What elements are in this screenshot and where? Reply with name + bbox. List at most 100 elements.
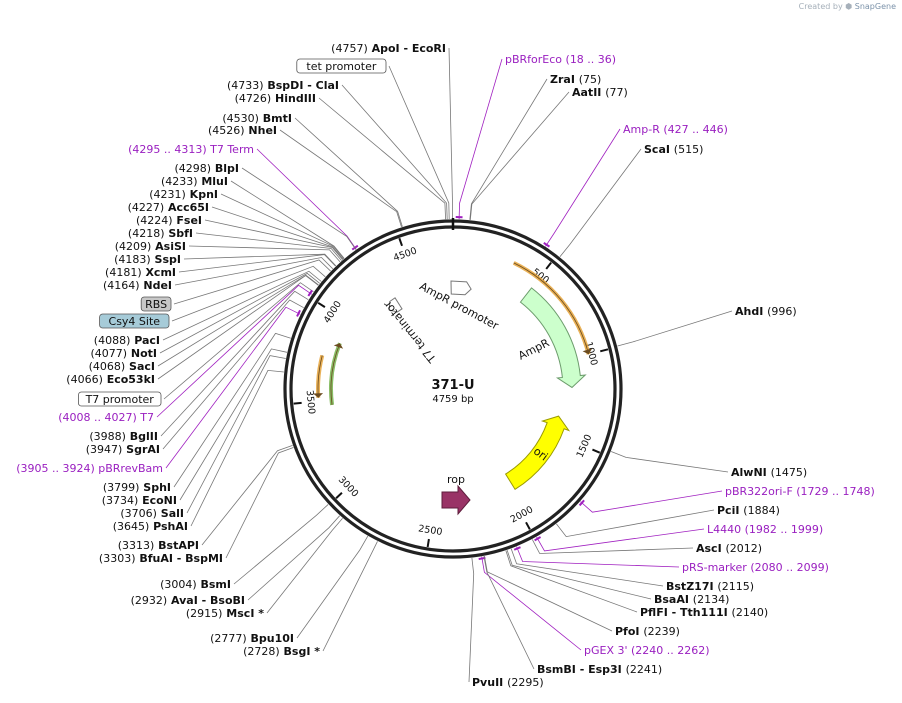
leader-acc65i [211,206,344,260]
label-pfoi: PfoI (2239) [615,625,680,638]
label-msci: (2915) MscI * [186,607,264,620]
leader-sali [186,355,286,514]
label-bfuai-bspmi: (3303) BfuAI - BspMI [99,552,223,565]
snapgene-credit: Created by ⬢ SnapGene [799,2,896,11]
site-position: (4068) [89,360,126,373]
box-rbs [140,296,172,312]
label-pflfi-tth111i: PflFI - Tth111I (2140) [640,606,768,619]
enzyme-name: BsmI [197,578,231,591]
credit-brand: SnapGene [854,2,896,11]
label-asisi: (4209) AsiSI [115,240,186,253]
label-sgrai: (3947) SgrAI [86,443,160,456]
site-position: (2115) [717,580,754,593]
site-position: (2140) [732,606,769,619]
box-csy4-site [99,313,170,329]
site-position: (2012) [726,542,763,555]
enzyme-name: ScaI [644,143,674,156]
leader-ndei [174,257,334,286]
site-position: (4233) [161,175,198,188]
leader-pflfi-tth111i [505,550,638,613]
enzyme-name: NotI [127,347,157,360]
label-sphi: (3799) SphI [103,481,171,494]
label-aatii: AatII (77) [572,86,628,99]
leader-kpni [220,193,345,259]
enzyme-name: AlwNI [731,466,771,479]
label-amp-r: Amp-R (427 .. 446) [623,123,728,136]
enzyme-name: AvaI - BsoBI [167,594,245,607]
leader-asisi [188,245,341,263]
primer-mark-pbr322ori-f [578,499,585,507]
inner-arc-head-0 [582,348,593,355]
leader-t7 [156,284,313,418]
enzyme-name: AscI [696,542,726,555]
leader-pgex-3 [481,556,582,651]
leader-pcii [556,509,715,538]
box-tet-promoter [296,58,387,74]
label-zrai: ZraI (75) [550,73,601,86]
label-bsgi: (2728) BsgI * [243,645,320,658]
leader-l4440 [536,528,705,552]
enzyme-name: PacI [130,334,160,347]
label-bsmbi-esp3i: BsmBI - Esp3I (2241) [537,663,662,676]
site-position: (2932) [131,594,168,607]
feature-t7-terminator [388,297,403,313]
enzyme-name: BstAPI [154,539,199,552]
label-bmti: (4530) BmtI [222,112,292,125]
enzyme-name: AhdI [735,305,767,318]
label-mlui: (4233) MluI [161,175,228,188]
leader-bstz17i [510,548,664,587]
site-position: (4218) [128,227,165,240]
leader-zrai [469,78,548,220]
inner-arc-head-2 [333,343,344,349]
plasmid-size: 4759 bp [432,394,473,405]
label-bsaai: BsaAI (2134) [654,593,729,606]
label-t7-promoter: T7 promoter [85,393,155,406]
leader-prs-marker [516,546,680,568]
label-t7-term: (4295 .. 4313) T7 Term [128,143,254,156]
site-position: (2295) [507,676,544,689]
leader-lines [156,47,733,683]
label-bstapi: (3313) BstAPI [118,539,199,552]
enzyme-name: SalI [157,507,184,520]
site-position: (2241) [626,663,663,676]
tick-label-4000: 4000 [322,299,344,325]
leader-bmti [294,117,403,227]
label-pgex-3: pGEX 3' (2240 .. 2262) [584,644,710,657]
leader-bsmi [233,504,329,585]
enzyme-name: ZraI [550,73,579,86]
site-position: (4227) [128,201,165,214]
leader-hindiii [318,97,446,220]
inner-arc-2 [329,342,342,406]
primer-mark-t7 [307,289,313,297]
site-position: (4209) [115,240,152,253]
site-position: (4298) [174,162,211,175]
leader-xcmi [178,254,336,273]
feature-ampr [519,287,587,389]
leader-bsaai [506,549,652,600]
enzyme-name: SbfI [164,227,193,240]
leader-bfuai-bspmi [225,447,294,559]
leader-asci [531,539,694,554]
enzyme-name: KpnI [186,188,218,201]
primer-mark-t7-term [351,244,359,251]
leader-bstapi [201,445,293,546]
feature-ampr-promoter [450,280,472,296]
site-position: (3313) [118,539,155,552]
feature-label-ampr: AmpR [516,336,552,362]
label-pcii: PciI (1884) [717,504,780,517]
tick-label-2500: 2500 [417,523,443,538]
inner-arc-core-2 [330,343,341,405]
enzyme-name: Bpu10I [247,632,294,645]
leader-avai-bsobi [247,515,340,601]
leader-apoi-ecori [448,47,453,220]
site-position: (4726) [235,92,272,105]
site-position: (2915) [186,607,223,620]
leader-amp-r [545,128,621,247]
enzyme-name: BsgI * [280,645,321,658]
enzyme-name: FseI [173,214,202,227]
site-position: (2134) [693,593,730,606]
leader-bspdi-clai [341,84,448,220]
primer-mark-pbrrevbam [296,309,301,317]
